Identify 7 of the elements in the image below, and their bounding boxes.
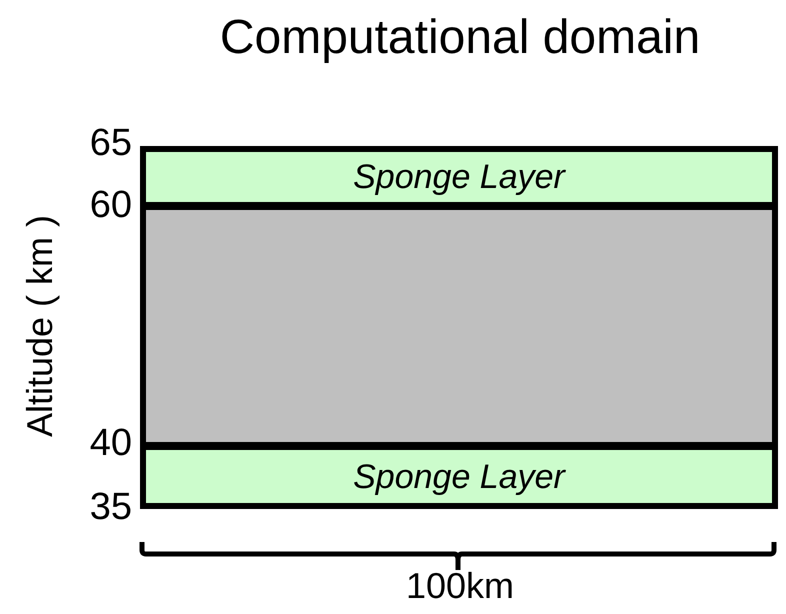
title: Computational domain — [218, 14, 702, 62]
axis-tick-label: 40 — [88, 424, 132, 462]
axis-tick-label: 65 — [88, 124, 132, 162]
axis-tick-label: 35 — [88, 488, 132, 526]
axis-tick-label: 60 — [88, 186, 132, 224]
dimension-label: 100km — [404, 568, 516, 604]
axis-title: Altitude ( km ) — [22, 214, 58, 438]
